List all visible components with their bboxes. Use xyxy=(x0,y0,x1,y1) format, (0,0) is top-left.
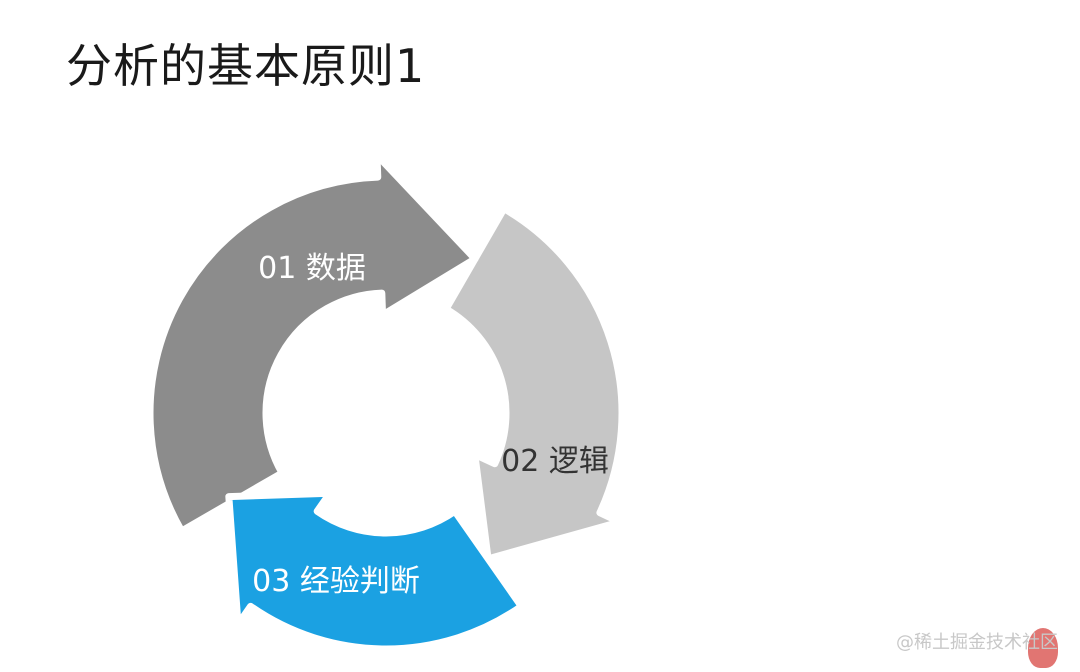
arrow-logic xyxy=(442,205,626,563)
slide-title: 分析的基本原则1 xyxy=(66,39,426,93)
cycle-label-experience: 03 经验判断 xyxy=(252,564,420,599)
cycle-label-logic: 02 逻辑 xyxy=(501,444,609,479)
watermark: @稀土掘金技术社区 xyxy=(896,632,1058,653)
arrow-data xyxy=(146,151,479,535)
arrow-experience xyxy=(225,489,525,653)
cycle-label-data: 01 数据 xyxy=(258,251,366,286)
watermark-avatar-icon xyxy=(1028,628,1058,668)
